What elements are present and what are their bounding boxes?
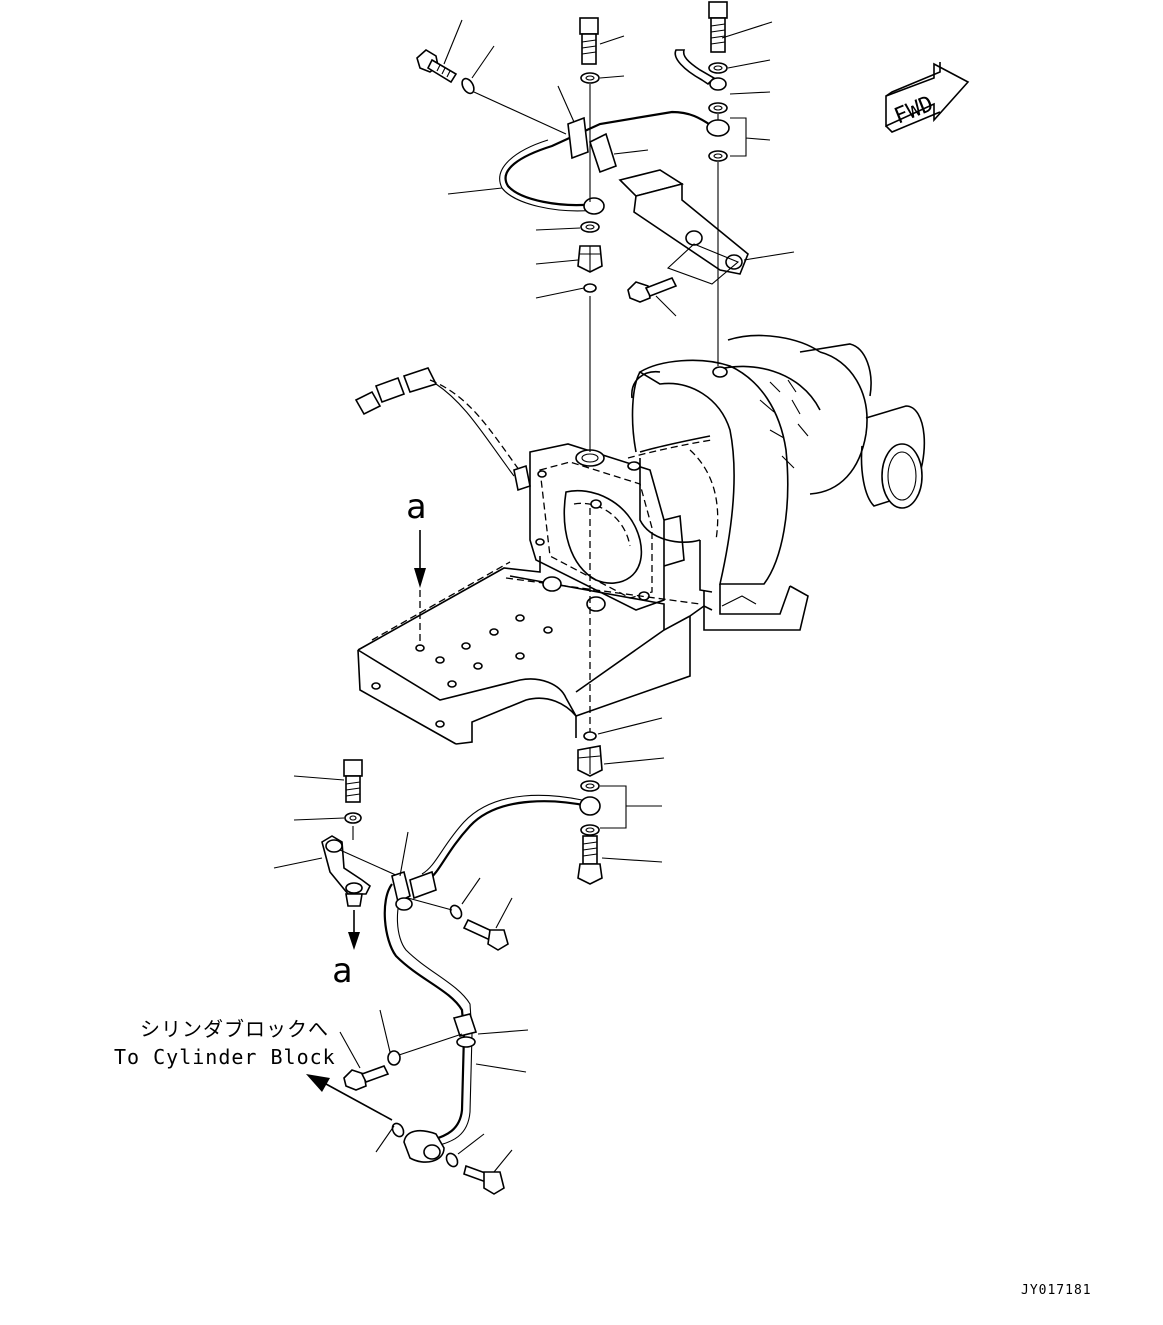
washer-lower-2 [580,824,600,836]
washer-clamp-lower [449,904,463,920]
breather-elbow [674,49,716,86]
svg-text:a: a [406,487,426,527]
base-plate [357,556,713,745]
o-ring-upper [583,283,597,293]
tube-clamp-upper [567,116,589,160]
assembly-guide-lines [473,84,740,736]
leader-lines [273,19,795,1173]
bolt-top-center [579,17,599,65]
washer-lower-1 [580,780,600,792]
drawing-code: JY017181 [1021,1283,1092,1298]
bolt-lower-left [343,759,363,803]
adapter-fitting-lower [577,745,603,777]
o-ring-lower [583,731,597,741]
destination-label-jp: シリンダブロックへ [140,1017,329,1041]
washer-top-right-3 [708,150,728,162]
clip-upper [589,132,617,174]
lower-rigid-tube [383,870,478,1163]
bolt-lower-banjo [577,835,603,885]
upper-oil-tube [499,110,730,215]
washer-tube-mid [387,1050,401,1066]
turbocharger [627,334,926,631]
bolt-clamp-lower [462,918,509,951]
destination-label-en: To Cylinder Block [114,1045,336,1069]
washer-mid-1 [580,221,600,233]
lower-oil-hose [409,794,601,900]
washer-top-right-2 [708,102,728,114]
bolt-top-left [416,49,458,84]
mounting-bracket-lower [321,835,372,907]
view-marker-upper: a [406,487,426,646]
washer-top-center [580,72,600,84]
bolt-tube-mid [343,1065,390,1091]
fwd-arrow-icon: FWD [885,62,970,133]
tube-clamp-lower [391,870,411,904]
washer-top-right-1 [708,62,728,74]
washer-tube-end-right [445,1152,459,1168]
banjo-fitting-upper-right [706,119,730,137]
svg-text:a: a [332,951,352,991]
washer-lower-left [344,812,362,824]
view-marker-lower: a [332,910,360,991]
destination-arrow [306,1074,393,1121]
washer-tube-end-left [391,1122,405,1138]
bolt-tube-end [463,1164,505,1195]
banjo-fitting-upper-left [583,197,605,215]
washer-top-left [461,77,475,95]
bolt-bracket [627,276,678,303]
banjo-fitting-lower [579,796,601,816]
sensor-harness [354,367,531,492]
adapter-fitting-upper [577,245,603,273]
bolt-top-right [708,1,728,53]
adapter-flange [529,443,685,611]
